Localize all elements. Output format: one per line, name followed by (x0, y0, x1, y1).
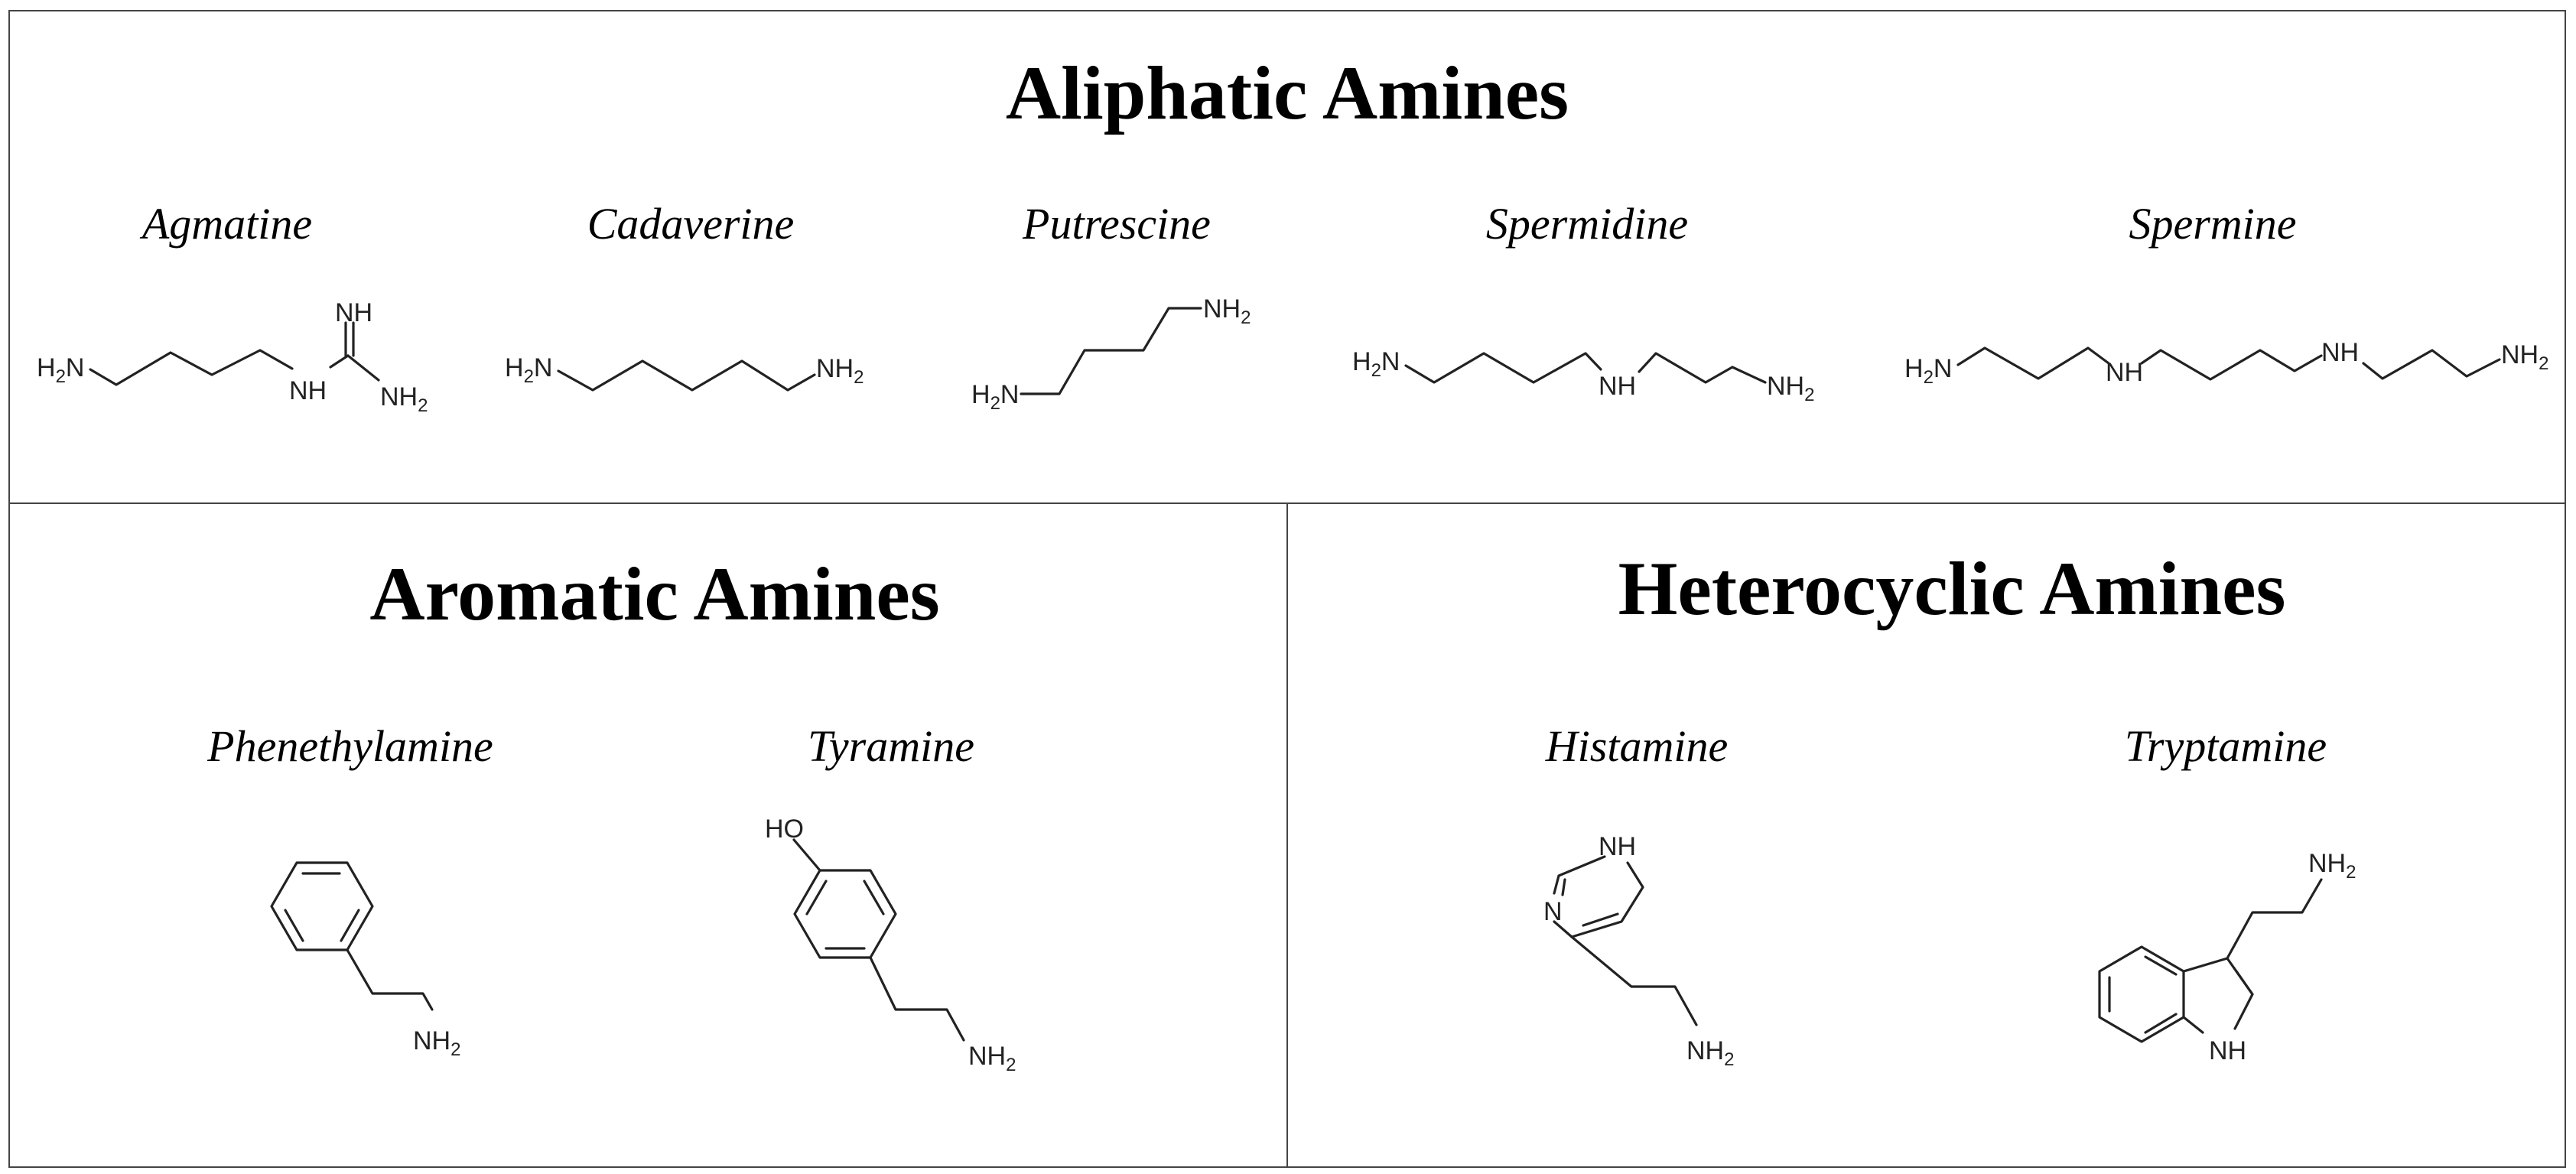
structure-spermine: H2N NH NH NH2 (1904, 338, 2548, 388)
imidazole-ring (1553, 855, 1606, 895)
bond-chain-a (1956, 346, 2110, 380)
benzene-inner-c (2144, 955, 2178, 976)
atom-ho: HO (765, 815, 804, 844)
atom-h2n: H2N (1904, 354, 1952, 388)
heterocyclic-section: Heterocyclic Amines Histamine NH N NH2 T… (1543, 546, 2356, 1070)
compound-tryptamine: Tryptamine NH NH2 (2098, 721, 2356, 1065)
atom-nh2: NH2 (380, 382, 428, 416)
structure-phenethylamine: NH2 (270, 861, 460, 1060)
panel-borders (8, 10, 2566, 1168)
compound-putrescine: Putrescine H2N NH2 (971, 199, 1251, 414)
compound-spermidine: Spermidine H2N NH NH2 (1352, 199, 1814, 405)
benzene-inner-b (2144, 1013, 2178, 1034)
structure-histamine: NH N NH2 (1543, 832, 1734, 1070)
pyrrole-inner (2235, 970, 2254, 996)
heterocyclic-title: Heterocyclic Amines (1618, 546, 2286, 631)
atom-h2n: H2N (1352, 347, 1400, 381)
compound-name-putrescine: Putrescine (1022, 199, 1211, 249)
benzene-inner-b (805, 880, 828, 915)
bond-chain (557, 359, 816, 392)
bond-chain-b (1638, 352, 1767, 384)
atom-h2n: H2N (971, 380, 1019, 414)
bond-chain (1020, 307, 1202, 395)
compound-name-histamine: Histamine (1545, 721, 1728, 771)
atom-nh: NH (289, 376, 327, 405)
structure-spermidine: H2N NH NH2 (1352, 347, 1814, 405)
structure-tyramine: HO NH2 (765, 815, 1016, 1075)
bond-chain-c (2362, 349, 2501, 380)
benzene-ring (793, 869, 897, 959)
atom-nh2: NH2 (968, 1042, 1016, 1075)
imidazole-inner-a (1561, 878, 1566, 896)
atom-nh2: NH2 (1767, 372, 1814, 405)
benzene-inner-c (863, 880, 885, 915)
atom-nh: NH (1599, 372, 1636, 401)
structure-tryptamine: NH NH2 (2098, 849, 2356, 1065)
bond-chain (89, 349, 294, 386)
compound-name-phenethylamine: Phenethylamine (207, 721, 493, 771)
compound-agmatine: Agmatine H2N NH NH NH2 (37, 199, 428, 416)
compound-name-agmatine: Agmatine (139, 199, 312, 249)
benzene-inner-c (340, 909, 360, 942)
compound-name-cadaverine: Cadaverine (587, 199, 795, 249)
compound-histamine: Histamine NH N NH2 (1543, 721, 1734, 1070)
atom-nh-2: NH (2321, 338, 2359, 367)
atom-nh-1: NH (2106, 358, 2143, 387)
imidazole-inner-b (1582, 912, 1619, 927)
bond-side-chain (346, 948, 434, 1011)
atom-nh: NH (1599, 832, 1636, 861)
atom-n: N (1543, 897, 1563, 926)
aromatic-section: Aromatic Amines Phenethylamine NH2 Tyram… (207, 551, 1016, 1075)
compound-name-tyramine: Tyramine (808, 721, 974, 771)
atom-nh2: NH2 (1203, 294, 1251, 328)
bond-cn (329, 354, 350, 369)
structure-putrescine: H2N NH2 (971, 294, 1251, 414)
atom-nh2: NH2 (2501, 340, 2548, 374)
bond-c-nh2 (346, 354, 380, 382)
atom-h2n: H2N (505, 353, 552, 387)
pyrrole-ring (2182, 957, 2254, 1030)
bond-chain-b (2140, 349, 2323, 381)
compound-name-tryptamine: Tryptamine (2125, 721, 2327, 771)
bond-side-chain (2226, 878, 2323, 960)
benzene-inner-b (284, 909, 304, 942)
atom-h2n: H2N (37, 353, 84, 387)
benzene-ring (2098, 945, 2185, 1043)
atom-nh: NH (2209, 1036, 2246, 1065)
aliphatic-title: Aliphatic Amines (1006, 50, 1569, 135)
compound-spermine: Spermine H2N NH NH NH2 (1904, 199, 2548, 388)
atom-nh2: NH2 (816, 354, 864, 388)
imidazole-ring-b (1553, 861, 1644, 938)
aliphatic-section: Aliphatic Amines Agmatine H2N NH NH NH2 … (37, 50, 2548, 416)
compound-name-spermidine: Spermidine (1486, 199, 1688, 249)
atom-imine-nh: NH (335, 298, 372, 327)
bond-oh (792, 838, 821, 872)
compound-tyramine: Tyramine HO NH2 (765, 721, 1016, 1075)
bond-side-chain (1570, 935, 1698, 1026)
atom-nh2: NH2 (1686, 1036, 1734, 1070)
compound-cadaverine: Cadaverine H2N NH2 (505, 199, 864, 392)
bond-chain-a (1404, 352, 1602, 384)
aromatic-title: Aromatic Amines (369, 551, 939, 636)
benzene-ring (270, 861, 374, 951)
structure-agmatine: H2N NH NH NH2 (37, 298, 428, 416)
compound-name-spermine: Spermine (2129, 199, 2296, 249)
atom-nh2: NH2 (2308, 849, 2356, 883)
pyrrole-nc (2182, 1016, 2204, 1034)
compound-phenethylamine: Phenethylamine NH2 (207, 721, 493, 1060)
structure-cadaverine: H2N NH2 (505, 353, 864, 392)
atom-nh2: NH2 (413, 1026, 460, 1060)
bond-side-chain (869, 956, 965, 1042)
